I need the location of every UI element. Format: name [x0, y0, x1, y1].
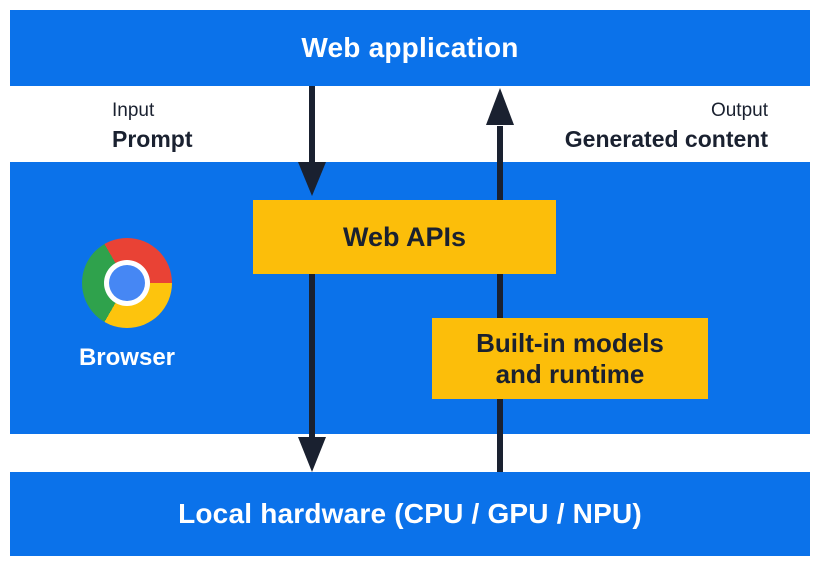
chrome-logo-core	[109, 265, 145, 301]
local-hardware-bar: Local hardware (CPU / GPU / NPU)	[10, 472, 810, 556]
chrome-logo-ring	[104, 260, 150, 306]
chrome-logo-icon	[82, 238, 172, 328]
input-label: Input	[112, 100, 155, 121]
builtin-models-label-line2: and runtime	[495, 358, 645, 389]
browser-label: Browser	[78, 344, 176, 371]
output-label-group: Output Generated content	[565, 99, 768, 153]
web-apis-label: Web APIs	[342, 221, 467, 252]
generated-content-label: Generated content	[564, 126, 768, 152]
input-label-group: Input Prompt	[112, 99, 193, 153]
web-apis-box: Web APIs	[253, 200, 556, 274]
output-label: Output	[710, 100, 768, 121]
local-hardware-label: Local hardware (CPU / GPU / NPU)	[178, 498, 642, 529]
web-application-label: Web application	[301, 32, 519, 63]
builtin-models-box: Built-in models and runtime	[432, 318, 708, 399]
web-application-bar: Web application	[10, 10, 810, 86]
builtin-models-label-line1: Built-in models	[476, 327, 664, 358]
prompt-label: Prompt	[112, 126, 193, 152]
